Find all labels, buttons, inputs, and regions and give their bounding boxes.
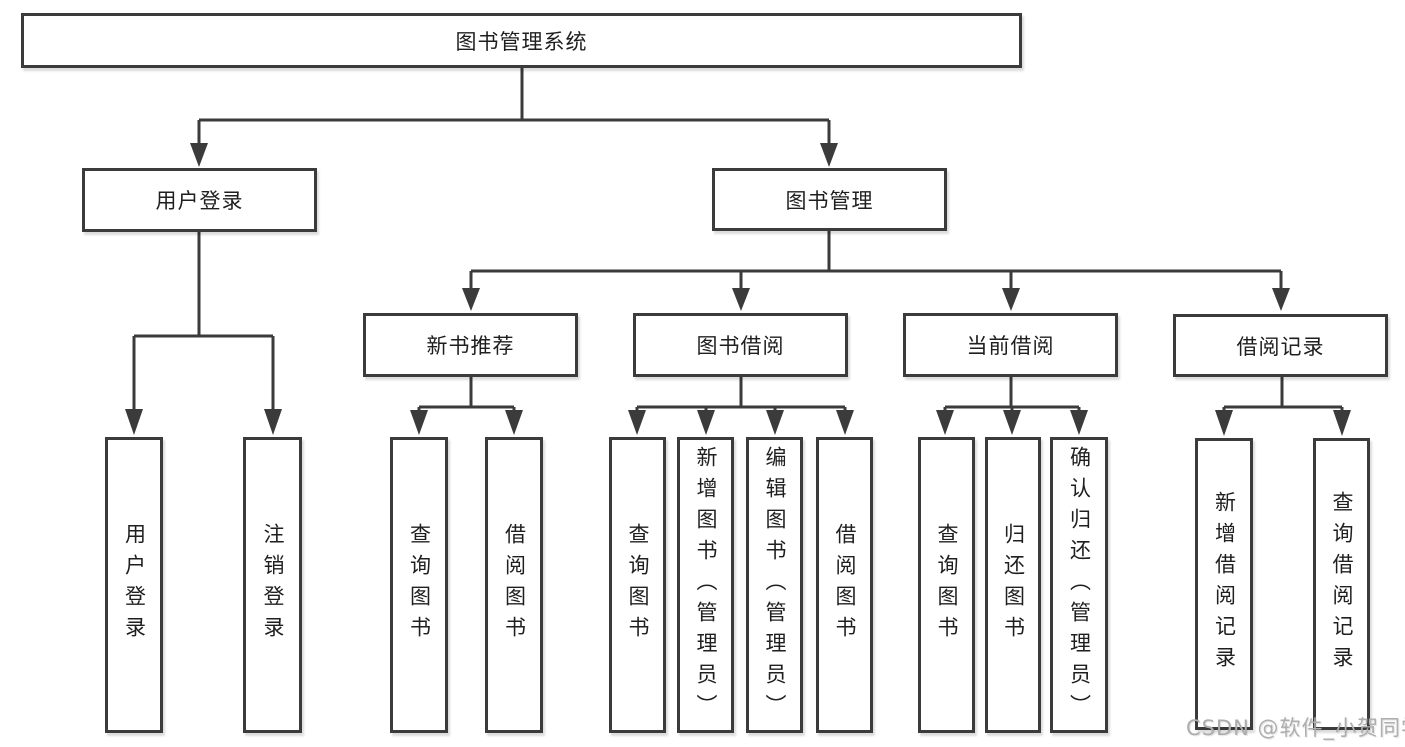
leaf-logout: 注销登录 [243, 437, 302, 733]
leaf-query-books-borrowing: 查询图书 [609, 437, 666, 733]
leaf-return-books: 归还图书 [985, 437, 1041, 733]
node-user-login: 用户登录 [82, 168, 317, 232]
leaf-add-borrow-record: 新增借阅记录 [1195, 438, 1253, 730]
node-label: 查询图书 [935, 523, 959, 647]
leaf-query-borrow-record: 查询借阅记录 [1313, 438, 1370, 730]
node-book-management: 图书管理 [712, 168, 947, 231]
leaf-add-books-admin: 新增图书（管理员） [677, 437, 734, 733]
node-label: 编辑图书（管理员） [763, 445, 787, 725]
leaf-edit-books-admin: 编辑图书（管理员） [746, 437, 803, 733]
leaf-user-login: 用户登录 [105, 437, 163, 733]
node-label: 查询图书 [626, 523, 650, 647]
node-book-borrowing: 图书借阅 [633, 313, 848, 377]
node-current-borrowing: 当前借阅 [903, 313, 1118, 377]
node-label: 图书管理系统 [455, 29, 588, 54]
node-label: 当前借阅 [966, 334, 1055, 358]
leaf-query-books-current: 查询图书 [918, 437, 975, 733]
node-label: 借阅图书 [833, 523, 857, 647]
csdn-watermark: CSDN @软件_小贺同学 [1186, 716, 1405, 740]
node-label: 新增图书（管理员） [694, 445, 718, 725]
node-label: 查询图书 [407, 523, 432, 647]
node-borrow-records: 借阅记录 [1173, 314, 1388, 377]
node-label: 借阅记录 [1236, 334, 1325, 359]
leaf-confirm-return-admin: 确认归还（管理员） [1050, 437, 1108, 733]
node-label: 新增借阅记录 [1212, 491, 1237, 677]
node-label: 借阅图书 [502, 523, 527, 647]
node-label: 新书推荐 [426, 334, 515, 358]
node-label: 图书管理 [785, 188, 874, 213]
node-label: 归还图书 [1001, 523, 1026, 647]
node-label: 图书借阅 [696, 334, 785, 358]
node-library-management-system: 图书管理系统 [21, 13, 1022, 68]
node-label: 用户登录 [155, 189, 244, 213]
node-label: 注销登录 [261, 523, 285, 647]
node-label: 确认归还（管理员） [1067, 445, 1092, 725]
node-label: 查询借阅记录 [1330, 491, 1354, 677]
node-new-book-recommend: 新书推荐 [363, 313, 578, 377]
leaf-borrow-books: 借阅图书 [816, 437, 873, 733]
leaf-borrow-books-recommend: 借阅图书 [485, 437, 543, 733]
node-label: 用户登录 [122, 523, 147, 647]
leaf-query-books-recommend: 查询图书 [390, 437, 448, 733]
